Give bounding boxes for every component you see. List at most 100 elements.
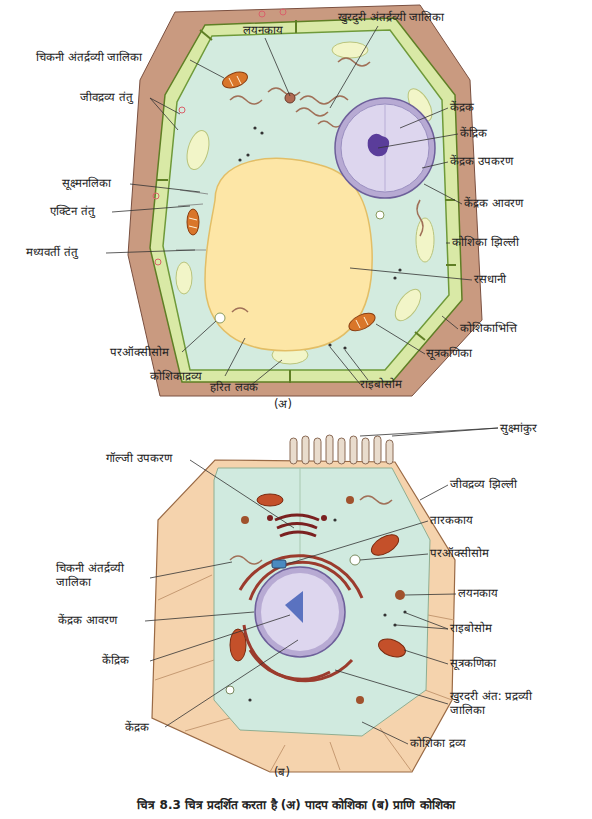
plant-cell-shape-shape <box>220 69 249 91</box>
plant-cell-shape-shape <box>446 264 456 266</box>
leader-lines-shape <box>150 98 180 114</box>
leader-lines-shape <box>150 562 232 578</box>
animal-cell-shape-shape <box>330 742 340 770</box>
part-label: परऑक्सीसोम <box>430 546 520 560</box>
plant-cell-shape-shape <box>268 88 300 96</box>
plant-cell-shape <box>163 30 449 370</box>
leader-lines-shape <box>422 162 448 168</box>
animal-cell-shape-shape <box>185 718 230 731</box>
leader-lines-shape <box>396 625 448 629</box>
plant-cell-shape-shape <box>338 58 370 66</box>
plant-cell-shape-shape <box>230 96 262 104</box>
plant-cell-shape <box>156 20 456 383</box>
animal-cell-shape-shape <box>226 686 234 694</box>
part-label: सूत्रकणिका <box>450 656 540 670</box>
animal-cell-shape <box>230 496 392 564</box>
plant-cell-shape-shape <box>180 190 208 194</box>
plant-cell-shape-shape <box>260 131 263 134</box>
plant-cell-shape-shape <box>259 11 265 17</box>
leader-lines-shape <box>335 670 448 704</box>
plant-cell-shape-shape <box>179 107 185 113</box>
part-label: कोशिका झिल्ली <box>452 235 552 249</box>
part-label: सुक्ष्मांकुर <box>500 421 585 435</box>
animal-cell-shape-shape <box>277 524 317 529</box>
animal-cell-shape-shape <box>290 438 297 464</box>
animal-cell-shape-shape <box>350 436 357 464</box>
animal-cell-shape-shape <box>275 515 319 520</box>
plant-cell-shape <box>176 42 437 364</box>
part-label: लयनकाय <box>243 23 303 37</box>
plant-cell-shape <box>238 126 401 349</box>
animal-cell-shape <box>226 555 360 694</box>
animal-cell-shape-shape <box>257 494 283 506</box>
leader-lines-shape <box>400 108 448 128</box>
part-label: गॉल्जी उपकरण <box>106 451 206 465</box>
animal-cell-shape <box>230 494 408 661</box>
leader-lines <box>106 26 498 744</box>
animal-cell-shape-shape <box>395 590 405 600</box>
leader-lines-shape <box>378 134 458 148</box>
animal-cell-shape-shape <box>376 636 408 661</box>
plant-cell-shape-shape <box>417 200 423 236</box>
plant-cell-shape-shape <box>328 343 331 346</box>
plant-cell-shape-shape <box>253 126 256 129</box>
plant-cell <box>128 5 482 396</box>
plant-cell-shape-shape <box>200 30 212 40</box>
animal-cell-shape <box>290 435 393 464</box>
part-label: मध्यवर्ती तंतु <box>26 245 116 259</box>
animal-cell-shape-shape <box>338 438 345 464</box>
animal-cell-shape <box>240 556 362 681</box>
animal-cell-shape <box>152 460 455 772</box>
part-label: राइबोसोम <box>360 377 440 391</box>
plant-cell-shape <box>187 69 378 334</box>
leader-lines-shape <box>330 347 360 384</box>
figure-caption: चित्र 8.3 चित्र प्रदर्शित करता है (अ) पा… <box>137 796 454 813</box>
plant-cell-shape-shape <box>215 313 225 323</box>
animal-cell-shape <box>241 496 405 704</box>
animal-cell-shape-shape <box>386 440 393 464</box>
part-label: राइबोसोम <box>450 621 530 635</box>
leader-lines-shape <box>420 485 448 500</box>
leader-lines-shape <box>360 554 428 560</box>
animal-cell <box>152 435 455 772</box>
part-label: (ब) <box>274 765 304 779</box>
animal-cell-shape-shape <box>374 436 381 464</box>
leader-lines-shape <box>376 324 425 354</box>
part-label: रसधानी <box>474 272 544 286</box>
leader-lines-shape <box>360 428 498 436</box>
plant-cell-shape-shape <box>343 346 346 349</box>
animal-cell-shape-shape <box>321 515 327 521</box>
leader-lines-shape <box>406 613 448 629</box>
plant-cell-shape-shape <box>390 285 425 325</box>
leader-lines-shape <box>362 722 408 744</box>
plant-cell-shape-shape <box>295 20 297 33</box>
animal-cell-shape-shape <box>333 518 336 521</box>
plant-cell-shape <box>205 158 372 350</box>
part-label: कोशिकाभित्ति <box>460 321 560 335</box>
animal-cell-shape-shape <box>383 613 386 616</box>
plant-cell-shape-shape <box>398 268 401 271</box>
leader-lines-shape <box>424 184 462 204</box>
plant-cell-shape-shape <box>280 9 286 15</box>
animal-cell-shape-shape <box>314 438 321 464</box>
animal-cell-shape-shape <box>267 515 273 521</box>
plant-cell-shape-shape <box>376 211 384 219</box>
animal-cell-shape <box>272 560 286 568</box>
part-label: खुरदरी अंत: प्रद्रव्यी जालिका <box>450 689 570 717</box>
part-label: कोशिका द्रव्य <box>410 736 510 750</box>
plant-cell-shape-shape <box>238 158 241 161</box>
plant-cell-shape <box>189 76 368 328</box>
animal-cell-shape-shape <box>302 436 309 464</box>
leader-lines-shape <box>130 184 200 192</box>
part-label: केंद्रक <box>450 100 510 114</box>
animal-cell-shape-shape <box>350 555 360 565</box>
part-label: परऑक्सीसोम <box>110 345 190 359</box>
plant-cell-shape <box>285 93 295 103</box>
part-label: केंद्रक उपकरण <box>450 154 550 168</box>
animal-cell-shape <box>255 567 345 657</box>
plant-cell-shape-shape <box>178 204 203 206</box>
plant-cell-shape <box>215 211 384 323</box>
leader-lines-shape <box>165 640 298 727</box>
animal-cell-shape-shape <box>230 556 262 564</box>
